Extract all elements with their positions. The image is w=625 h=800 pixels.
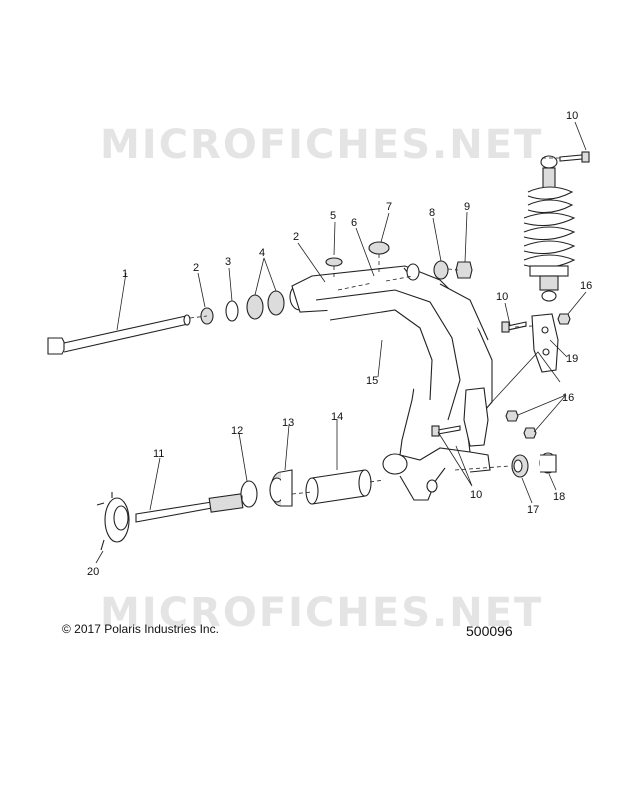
- side-bolt-part: [507, 321, 527, 331]
- snap-ring-part-12: [240, 480, 258, 508]
- callout-20: 20: [87, 566, 99, 578]
- hub-bearing-part: [269, 469, 293, 507]
- alignment-line: [189, 157, 561, 495]
- shock-absorber-part: [523, 155, 576, 302]
- shock-bracket-part: [531, 313, 559, 373]
- callout-3: 3: [225, 256, 231, 268]
- callout-16-mid: 16: [562, 392, 574, 404]
- spacer-tube-part: [305, 469, 372, 505]
- callout-17: 17: [527, 504, 539, 516]
- callout-18: 18: [553, 491, 565, 503]
- callout-13: 13: [282, 417, 294, 429]
- callout-6: 6: [351, 217, 357, 229]
- leader-lines: [95, 121, 587, 564]
- callout-4: 4: [259, 247, 265, 259]
- nut-part-16c: [523, 427, 537, 439]
- alignment-line-2: [333, 254, 380, 280]
- pivot-bolt-part: [47, 314, 191, 355]
- trailing-arm-part: [291, 263, 493, 501]
- bearing-part: [246, 294, 264, 320]
- callout-10-low: 10: [470, 489, 482, 501]
- callout-9: 9: [464, 201, 470, 213]
- callout-2b: 2: [293, 231, 299, 243]
- callout-2: 2: [193, 262, 199, 274]
- seal-part: [325, 257, 343, 267]
- callout-labels: 1 2 3 4 2 5 6 7 8 9 10 10 16 19 15 16 12…: [87, 110, 592, 578]
- callout-1: 1: [122, 268, 128, 280]
- bracket-hole: [541, 326, 549, 334]
- bushing-part-18: [539, 452, 557, 474]
- side-bolt-head: [501, 321, 510, 333]
- bearing-part-2: [267, 290, 285, 316]
- callout-10-mid: 10: [496, 291, 508, 303]
- axle-hub-part: [96, 492, 244, 551]
- grommet-part: [368, 241, 390, 255]
- figure-id: 500096: [466, 623, 513, 639]
- callout-5: 5: [330, 210, 336, 222]
- copyright-text: © 2017 Polaris Industries Inc.: [62, 622, 219, 636]
- callout-10-top: 10: [566, 110, 578, 122]
- callout-11: 11: [153, 448, 164, 460]
- callout-14: 14: [331, 411, 343, 423]
- callout-12: 12: [231, 425, 243, 437]
- bearing-part-17: [511, 454, 529, 478]
- snap-ring-part: [225, 300, 239, 322]
- arm-bracket-part: [463, 387, 489, 447]
- callout-7: 7: [386, 201, 392, 213]
- callout-8: 8: [429, 207, 435, 219]
- callout-16-top: 16: [580, 280, 592, 292]
- nut-part: [455, 261, 473, 279]
- watermark-top: MICROFICHES.NET: [100, 122, 544, 168]
- bracket-hole-2: [542, 348, 550, 356]
- shock-bolt-part: [559, 154, 583, 162]
- lower-bolt-head: [431, 425, 440, 437]
- nut-part-16: [557, 313, 571, 325]
- bearing-part-8: [433, 260, 449, 280]
- shock-bolt-head: [581, 151, 590, 163]
- watermark-bottom: MICROFICHES.NET: [100, 590, 544, 636]
- nut-part-16b: [505, 410, 519, 422]
- callout-19: 19: [566, 353, 578, 365]
- callout-15: 15: [366, 375, 378, 387]
